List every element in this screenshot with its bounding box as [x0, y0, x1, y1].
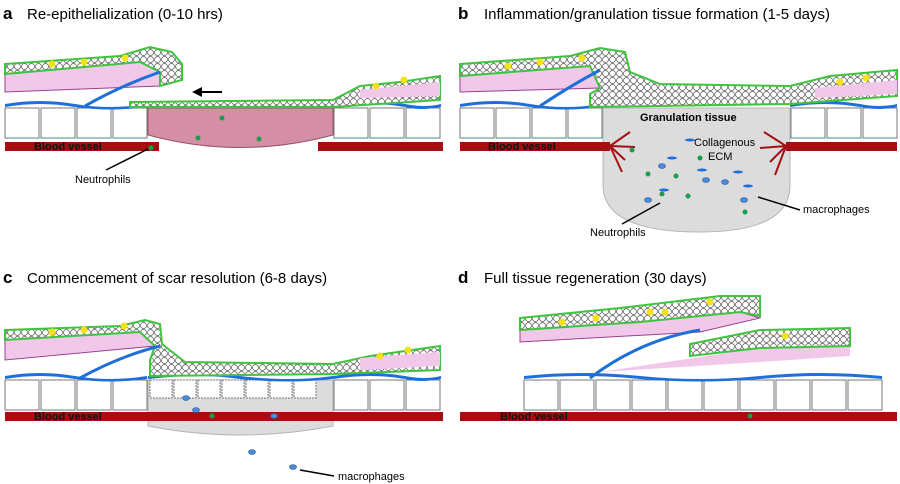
panel-d-letter: d: [458, 268, 468, 287]
collagen-fiber-c: [79, 344, 161, 380]
collagenous-label-line2: ECM: [708, 151, 732, 163]
panel-a-letter: a: [3, 4, 13, 23]
macrophage-cells-c: [182, 395, 297, 470]
macrophages-pointer-c: [299, 469, 335, 477]
basal-cell-row-c: [4, 379, 441, 411]
panel-a: a Re-epithelialization (0-10 hrs) Blood …: [3, 4, 443, 186]
blood-vessel-label: Blood vessel: [34, 141, 102, 153]
macrophages-label-b: macrophages: [803, 204, 870, 216]
skin-b-right-dermis: [815, 80, 897, 98]
panel-b: b Inflammation/granulation tissue format…: [458, 4, 898, 239]
skin-c-epithelium: [4, 318, 441, 378]
basal-cell-row-left: [4, 107, 148, 139]
skin-b-epithelium: [459, 46, 898, 109]
blood-vessel-right-b: [786, 142, 897, 151]
migration-arrow: [192, 87, 222, 97]
basal-cell-row-right: [333, 107, 441, 139]
neutrophil-cells-a: [148, 115, 262, 151]
regrowing-cell-row-c: [149, 379, 317, 399]
panel-d-title: Full tissue regeneration (30 days): [484, 270, 707, 287]
blood-vessel-left: [5, 142, 159, 151]
panel-b-letter: b: [458, 4, 468, 23]
skin-flap-left-epidermis: [4, 45, 183, 88]
neutrophils-label-b: Neutrophils: [590, 227, 646, 239]
collagen-fiber-b: [539, 68, 601, 108]
collagen-fiber-left: [84, 70, 161, 108]
granulation-tissue: [602, 107, 791, 233]
skin-d-upper-epithelium: [519, 295, 761, 332]
collagen-fiber-d: [589, 328, 701, 380]
blood-vessel-c: [5, 412, 443, 421]
collagen-band-d: [524, 373, 882, 382]
neutrophil-cells-d: [747, 413, 753, 419]
blood-vessel-label-b: Blood vessel: [488, 141, 556, 153]
macrophages-pointer-b: [757, 196, 801, 211]
wound-bed: [147, 107, 334, 148]
basal-cell-row-right-b: [790, 107, 898, 139]
yellow-markers-c: [48, 322, 412, 360]
panel-d: d Full tissue regeneration (30 days) Blo…: [458, 268, 897, 423]
blood-vessel-label-d: Blood vessel: [500, 411, 568, 423]
yellow-markers-b: [504, 54, 870, 86]
panel-c: c Commencement of scar resolution (6-8 d…: [3, 268, 443, 483]
blood-vessel-d: [460, 412, 897, 421]
panel-c-letter: c: [3, 268, 12, 287]
basal-cell-row-d: [523, 379, 883, 411]
panel-c-title: Commencement of scar resolution (6-8 day…: [27, 270, 327, 287]
macrophages-label-c: macrophages: [338, 471, 405, 483]
collagenous-label-line1: Collagenous: [694, 137, 756, 149]
blood-vessel-left-b: [460, 142, 610, 151]
granulation-tissue-label: Granulation tissue: [640, 112, 737, 124]
yellow-markers-d: [558, 298, 789, 340]
skin-flap-right-dermis: [360, 82, 440, 98]
neutrophil-cells-c: [209, 413, 215, 419]
panel-a-title: Re-epithelialization (0-10 hrs): [27, 6, 223, 23]
basal-cell-row-left-b: [459, 107, 603, 139]
collagen-fibres-b: [659, 138, 753, 192]
blood-vessel-label-c: Blood vessel: [34, 411, 102, 423]
panel-b-title: Inflammation/granulation tissue formatio…: [484, 6, 830, 23]
yellow-markers-a: [48, 54, 408, 90]
macrophage-cells-b: [644, 163, 748, 203]
skin-d-lower-epithelium: [689, 326, 851, 358]
skin-d-lower-dermis: [600, 346, 850, 372]
neutrophils-label-a: Neutrophils: [75, 174, 131, 186]
neutrophils-pointer-b: [621, 202, 661, 225]
migrating-epithelium: [129, 74, 441, 108]
neutrophils-pointer-a: [105, 148, 149, 171]
blood-vessel-right: [318, 142, 443, 151]
capillary-sprouts: [609, 131, 787, 176]
neutrophil-cells-b: [629, 147, 748, 215]
